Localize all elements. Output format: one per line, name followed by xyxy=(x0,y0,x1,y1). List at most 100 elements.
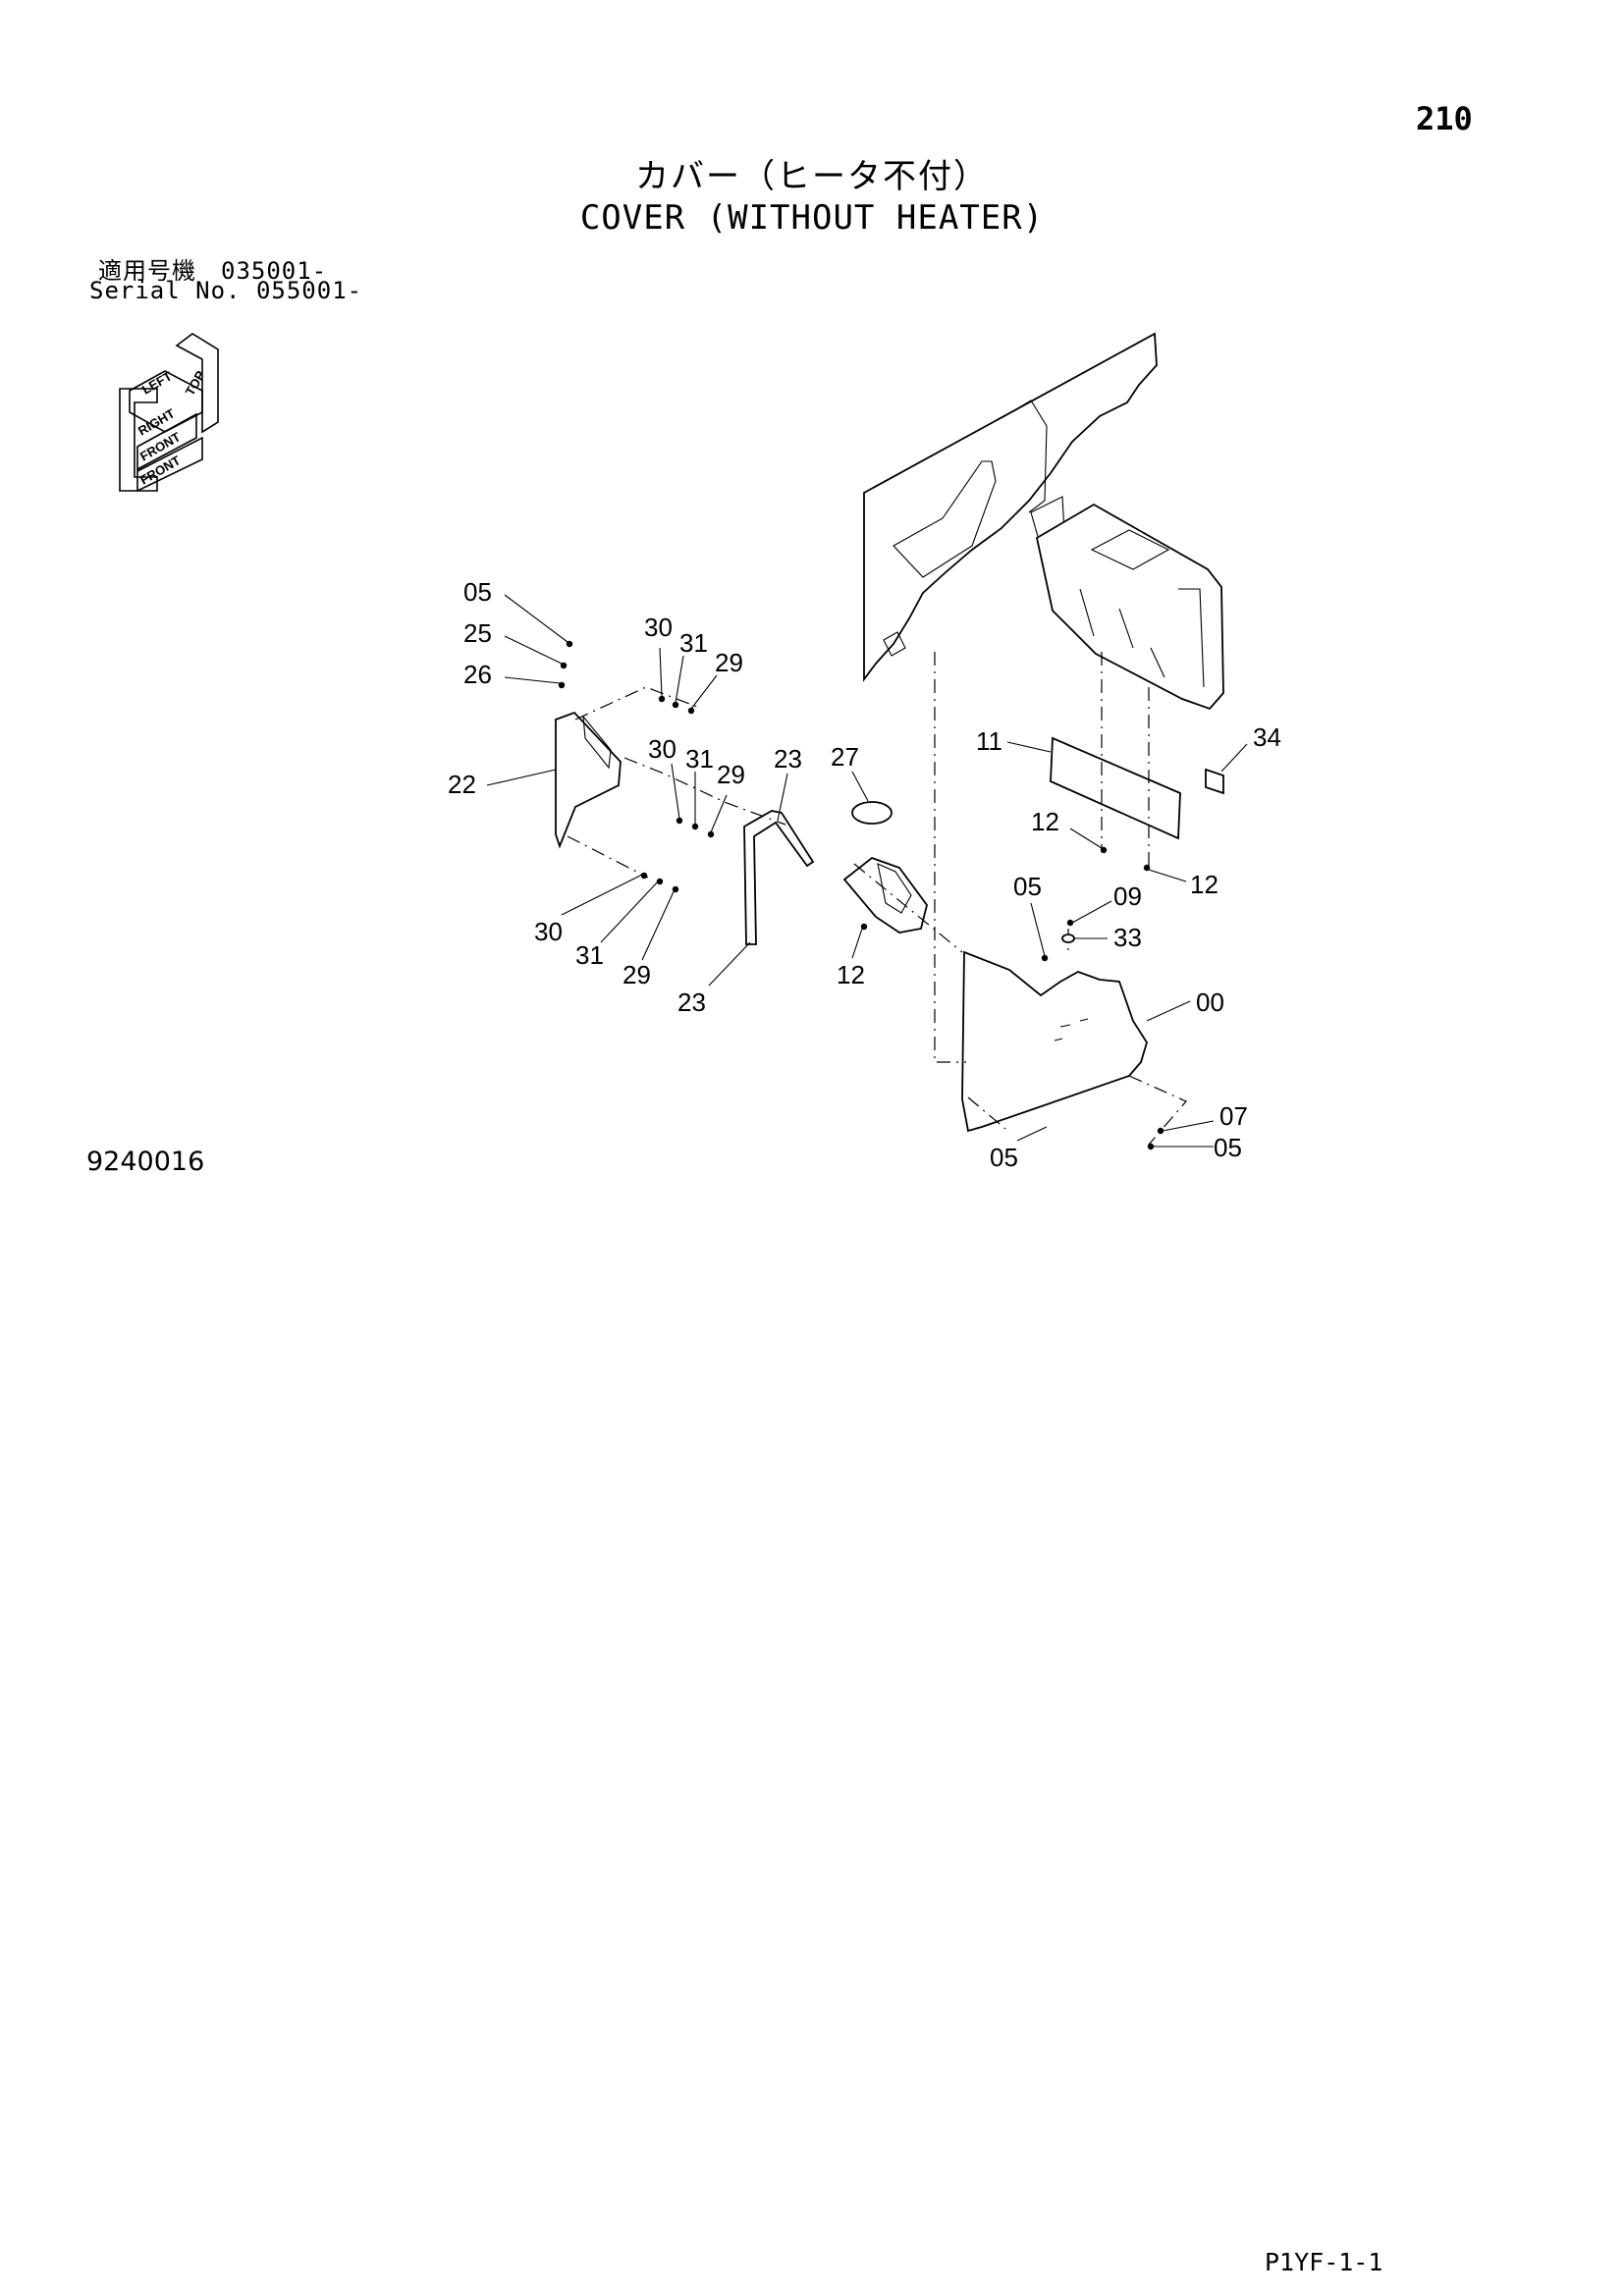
assembly-line xyxy=(574,686,698,721)
leader-line xyxy=(1071,900,1112,924)
orientation-icon: LEFT TOP RIGHT FRONT FRONT xyxy=(119,333,219,493)
leader-line xyxy=(641,886,677,961)
orientation-arrow-up xyxy=(175,333,219,434)
callout-33: 33 xyxy=(1113,923,1142,952)
callout-12: 12 xyxy=(1031,807,1059,836)
washer-07 xyxy=(1157,1127,1164,1135)
page-title-english: COVER (WITHOUT HEATER) xyxy=(579,198,1045,238)
leader-line xyxy=(851,771,869,802)
duct-box-body xyxy=(1035,503,1224,711)
seal-23 xyxy=(743,810,815,945)
leader-line xyxy=(1162,1120,1215,1132)
duct-box-vent xyxy=(1090,529,1170,570)
washer-33 xyxy=(1061,934,1075,943)
drawing-number: 9240016 xyxy=(86,1147,205,1177)
callout-22: 22 xyxy=(448,770,476,799)
leader-line xyxy=(710,794,728,833)
assembly-line xyxy=(1128,1075,1187,1146)
screw-05 xyxy=(1041,954,1049,962)
callout-12: 12 xyxy=(837,960,865,989)
callout-09: 09 xyxy=(1113,881,1142,911)
leader-line xyxy=(675,655,684,704)
fastener xyxy=(656,878,664,885)
washer-25 xyxy=(560,662,568,669)
screw-05 xyxy=(566,640,573,648)
leader-line xyxy=(777,773,788,822)
fastener xyxy=(687,707,695,715)
leader-lines xyxy=(486,594,1248,1148)
side-cover-22-slot xyxy=(582,715,612,770)
callout-23: 23 xyxy=(677,988,706,1017)
screw-12 xyxy=(1100,846,1108,854)
callout-29: 29 xyxy=(717,760,745,789)
callout-23: 23 xyxy=(774,744,802,774)
leader-line xyxy=(1148,869,1187,882)
leader-line xyxy=(504,635,563,665)
fastener xyxy=(707,830,715,838)
callout-07: 07 xyxy=(1219,1101,1248,1131)
callout-25: 25 xyxy=(463,618,492,648)
callout-05: 05 xyxy=(1013,872,1042,901)
assembly-line xyxy=(967,1096,1006,1130)
orientation-bracket xyxy=(119,388,158,492)
callout-34: 34 xyxy=(1253,722,1281,752)
callout-30: 30 xyxy=(644,613,673,642)
callout-00: 00 xyxy=(1196,988,1224,1017)
screw-05 xyxy=(1147,1143,1155,1150)
back-panel-clip xyxy=(883,631,906,657)
leader-line xyxy=(851,928,863,959)
duct-box-rib xyxy=(1079,588,1165,678)
screw-09 xyxy=(1066,919,1074,927)
leader-line xyxy=(1006,741,1052,753)
side-cover-22 xyxy=(555,711,622,849)
orientation-arrow-right xyxy=(136,412,197,471)
page-number: 210 xyxy=(1416,100,1473,137)
callout-29: 29 xyxy=(623,960,651,989)
leader-line xyxy=(671,763,680,820)
fastener xyxy=(676,817,683,825)
serial-range-japanese: 適用号機 035001- xyxy=(98,257,328,285)
duct-box xyxy=(1035,503,1224,711)
callout-31: 31 xyxy=(679,628,708,658)
leader-line xyxy=(1220,743,1248,773)
fastener xyxy=(691,823,699,830)
assembly-line xyxy=(623,757,963,953)
callout-31: 31 xyxy=(685,744,714,774)
callout-labels: 05 25 26 30 31 29 22 30 31 29 23 27 11 3… xyxy=(448,577,1281,1172)
bracket-assembly-detail xyxy=(877,863,912,914)
duct-box-edge xyxy=(1178,588,1205,688)
callout-12: 12 xyxy=(1190,870,1218,899)
assembly-line xyxy=(567,835,649,879)
callout-05: 05 xyxy=(1214,1133,1242,1162)
fastener xyxy=(640,872,648,880)
cover-00-holes xyxy=(1054,1018,1089,1041)
leader-line xyxy=(1069,828,1103,849)
callout-29: 29 xyxy=(715,648,743,677)
back-panel-window xyxy=(893,460,997,578)
leader-line xyxy=(600,879,661,943)
page-code: P1YF-1-1 xyxy=(1265,2248,1383,2276)
leader-line xyxy=(1146,1000,1191,1022)
cover-00 xyxy=(961,950,1148,1133)
leader-line xyxy=(1016,1126,1048,1142)
callout-05: 05 xyxy=(990,1143,1018,1172)
leader-line xyxy=(690,674,718,710)
leader-line xyxy=(708,941,751,987)
screw-12 xyxy=(1143,864,1151,872)
cap-27 xyxy=(851,801,893,825)
assembly-line xyxy=(934,652,966,1063)
screw-12 xyxy=(860,923,868,931)
leader-line xyxy=(504,676,561,684)
callout-31: 31 xyxy=(575,940,604,970)
leader-line xyxy=(1030,902,1046,957)
leader-line xyxy=(486,769,557,786)
back-panel-bracket xyxy=(1010,400,1048,513)
page-title-japanese: カバー（ヒータ不付） xyxy=(635,157,989,196)
callout-11: 11 xyxy=(976,726,1002,756)
rubber-34 xyxy=(1205,768,1224,795)
nut-26 xyxy=(558,681,566,689)
leader-line xyxy=(504,594,568,643)
serial-range-english: Serial No. 055001- xyxy=(89,277,363,304)
callout-30: 30 xyxy=(648,734,677,764)
